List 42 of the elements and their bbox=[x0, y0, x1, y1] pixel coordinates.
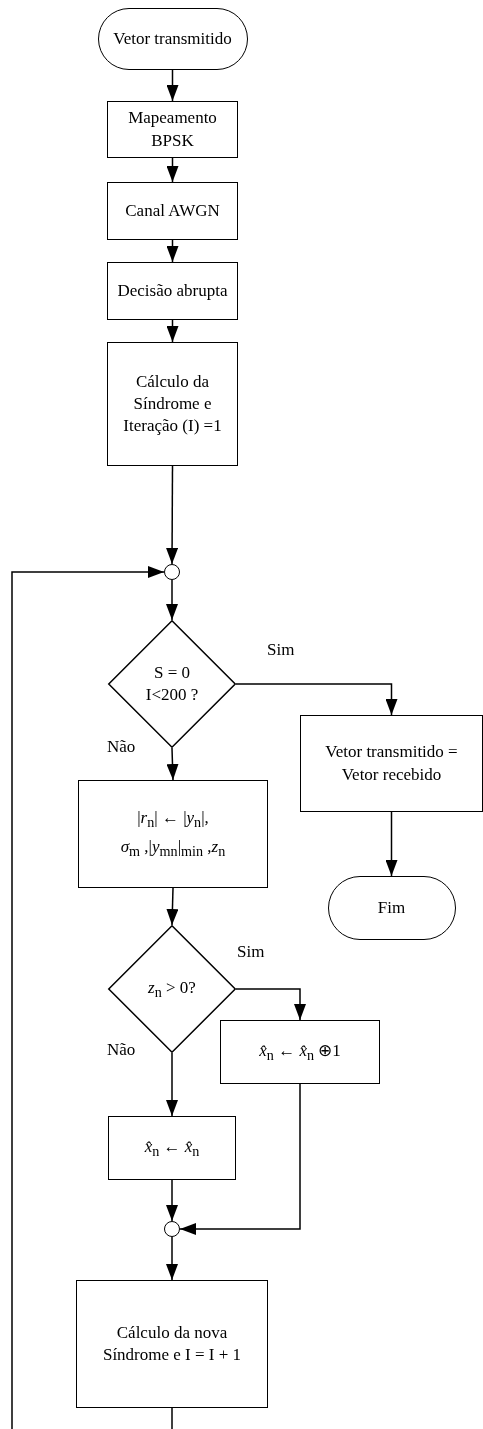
node-label: x̂$_{n}$ ← x̂$_{n}$ ⊕1 bbox=[259, 1039, 341, 1065]
arrow bbox=[11, 566, 165, 1429]
node-label: σ$_{m}$ ,|y$_{mn}$|$_{min}$ ,z$_{n}$ bbox=[120, 836, 226, 861]
arrow bbox=[166, 887, 179, 926]
node-label: |r$_{n}$| ← |y$_{n}$|, bbox=[137, 807, 209, 832]
node-label: Cálculo da nova Síndrome e I = I + 1 bbox=[101, 1321, 243, 1366]
node-label: Decisão abrupta bbox=[117, 279, 228, 302]
arrow bbox=[166, 1052, 178, 1117]
arrow bbox=[179, 1083, 301, 1235]
arrow bbox=[166, 1236, 178, 1281]
arrow bbox=[166, 579, 178, 621]
process-box bbox=[78, 780, 268, 888]
process-box bbox=[107, 262, 238, 320]
node-label: Canal AWGN bbox=[125, 199, 220, 222]
node-label: Cálculo da Síndrome e Iteração (I) =1 bbox=[122, 370, 223, 438]
junction-circle bbox=[164, 564, 180, 580]
process-box bbox=[300, 715, 483, 812]
arrow bbox=[385, 811, 398, 877]
process-box bbox=[76, 1280, 268, 1408]
arrow bbox=[166, 465, 179, 565]
node-label: Mapeamento BPSK bbox=[127, 107, 218, 152]
arrow bbox=[166, 157, 179, 183]
junction-circle bbox=[164, 1221, 180, 1237]
node-label: Fim bbox=[377, 896, 406, 919]
node-label: x̂$_{n}$ ← x̂$_{n}$ bbox=[144, 1135, 200, 1161]
node-label: Vetor transmitido bbox=[113, 27, 232, 50]
arrow bbox=[166, 1179, 178, 1222]
arrow bbox=[166, 239, 179, 263]
process-box bbox=[107, 342, 238, 466]
arrow bbox=[166, 319, 179, 343]
arrow bbox=[235, 683, 398, 716]
process-box bbox=[107, 182, 238, 240]
process-box bbox=[220, 1020, 380, 1084]
connector-line bbox=[171, 1407, 173, 1429]
node-label: Vetor transmitido = Vetor recebido bbox=[324, 741, 459, 786]
process-box bbox=[107, 101, 238, 158]
node-label: S = 0 I<200 ? bbox=[144, 661, 200, 706]
process-box bbox=[108, 1116, 236, 1180]
arrow bbox=[166, 69, 179, 102]
arrow bbox=[166, 747, 179, 781]
node-label: z$_{n}$ > 0? bbox=[148, 976, 196, 1002]
arrow bbox=[235, 988, 306, 1021]
